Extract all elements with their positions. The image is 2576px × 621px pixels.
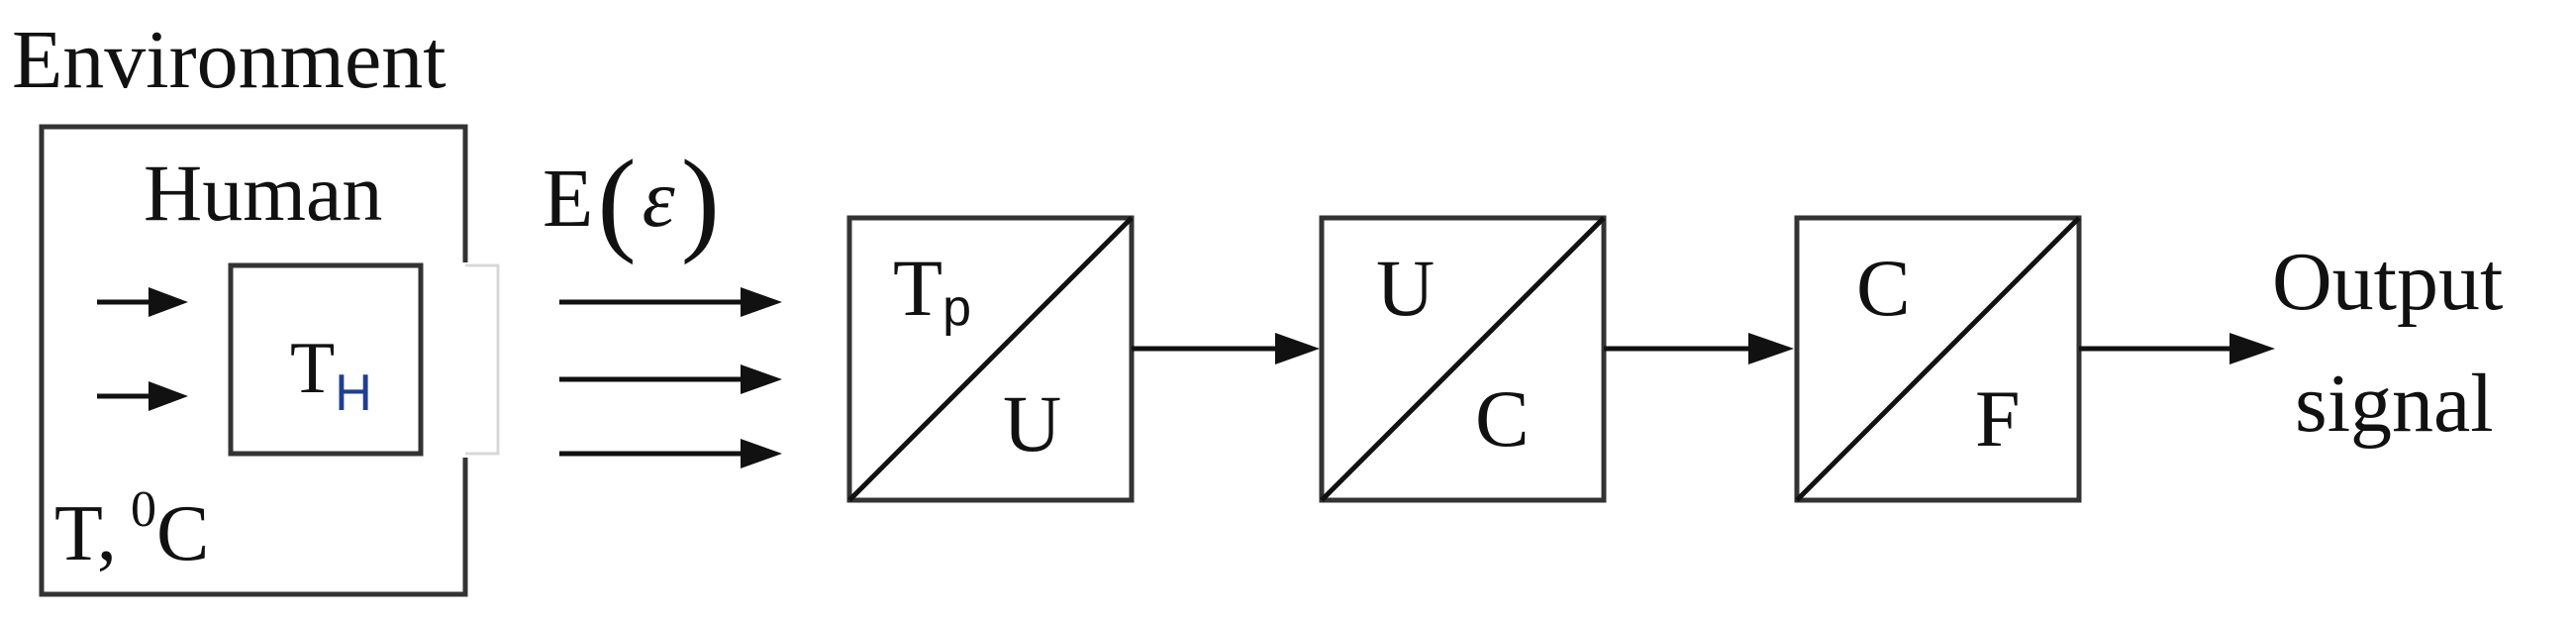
block-3-diagonal xyxy=(1795,216,2081,502)
radiation-arrows xyxy=(559,287,782,468)
human-temperature-subscript: H xyxy=(335,364,372,422)
radiation-close-paren: ) xyxy=(681,136,720,265)
incoming-arrow-1-head xyxy=(149,287,188,317)
block-2-top-label: U xyxy=(1376,243,1435,333)
human-body-outline xyxy=(465,263,500,456)
block-2-diagonal xyxy=(1320,216,1606,502)
environment-label: Environment xyxy=(12,14,446,106)
block-1-bottom-label: U xyxy=(1003,378,1061,468)
block-2-bottom-label: C xyxy=(1475,373,1530,464)
human-temperature-box xyxy=(228,262,424,457)
ambient-temperature-main: T, xyxy=(54,490,117,577)
radiation-open-paren: ( xyxy=(597,136,636,265)
block-2-frame xyxy=(1319,215,1607,503)
radiation-arrow-2-head xyxy=(741,364,782,394)
output-label-line-1: Output xyxy=(2272,236,2503,328)
block-3-frame xyxy=(1794,215,2082,503)
human-temperature-main: T xyxy=(290,328,335,409)
ambient-temperature-label: T,0C xyxy=(54,481,209,577)
arrow-block1-to-block2-head xyxy=(1275,333,1320,364)
ambient-temperature-unit: C xyxy=(156,490,209,577)
radiation-prefix: E xyxy=(543,153,593,245)
block-3-bottom-label: F xyxy=(1975,373,2021,464)
block-1-diagonal xyxy=(847,216,1134,502)
incoming-arrow-2-head xyxy=(149,381,188,411)
human-label: Human xyxy=(144,148,382,238)
output-arrow-head xyxy=(2229,333,2275,364)
converter-block-u-to-c: U C xyxy=(1319,215,1607,503)
arrow-block2-to-block3-head xyxy=(1748,333,1794,364)
block-1-top-main: T xyxy=(893,243,942,333)
radiation-label: E(ε) xyxy=(543,136,720,265)
block-1-top-subscript: p xyxy=(942,279,971,337)
block-1-top-label: Tp xyxy=(893,243,971,337)
environment-box xyxy=(39,124,468,597)
output-label-line-2: signal xyxy=(2295,358,2494,450)
converter-block-tp-to-u: Tp U xyxy=(846,215,1135,503)
radiation-arrow-1-head xyxy=(741,287,782,317)
radiation-epsilon: ε xyxy=(643,153,676,245)
radiation-arrow-3-head xyxy=(741,439,782,468)
block-3-top-label: C xyxy=(1856,243,1911,333)
human-temperature-symbol: TH xyxy=(290,328,372,422)
incoming-arrows xyxy=(97,287,188,411)
ambient-temperature-degree: 0 xyxy=(131,481,156,538)
block-1-frame xyxy=(846,215,1135,503)
converter-block-c-to-f: C F xyxy=(1794,215,2082,503)
